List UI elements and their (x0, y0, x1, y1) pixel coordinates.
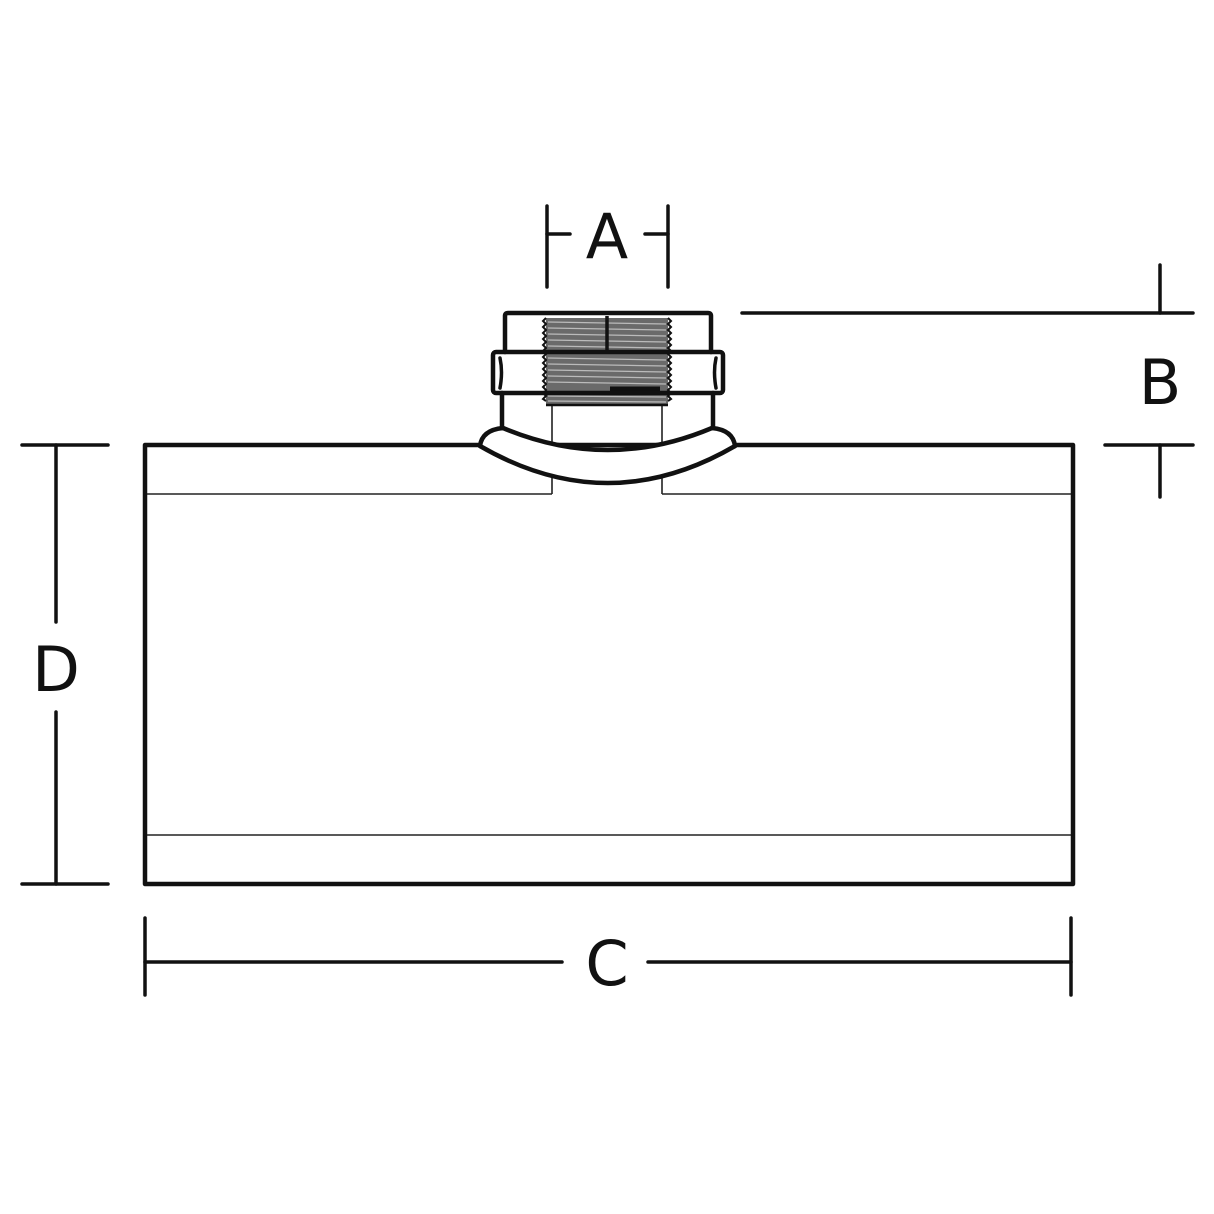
pipe-body (142, 442, 1076, 887)
pipe-body-outline (142, 442, 1076, 887)
nut-hex-band (490, 349, 726, 396)
thread-edge-right (666, 317, 673, 402)
dimension-c: C (143, 916, 1073, 1000)
dimension-label-b: B (1139, 346, 1182, 419)
thread-region (541, 316, 673, 407)
saddle (477, 425, 738, 486)
saddle-inner-curve (500, 425, 715, 453)
dimension-label-a: A (586, 200, 628, 273)
dimension-b: B (740, 263, 1195, 499)
dimension-label-d: D (32, 633, 80, 706)
dimension-a: A (545, 200, 670, 289)
outlet-neck (499, 390, 716, 431)
thread-edge-left (541, 317, 548, 402)
saddle-outer-curve (477, 443, 738, 486)
dimension-d: D (20, 443, 110, 886)
nut-upper (502, 310, 714, 355)
outlet-nut (490, 310, 726, 396)
dimension-label-c: C (585, 927, 628, 1000)
